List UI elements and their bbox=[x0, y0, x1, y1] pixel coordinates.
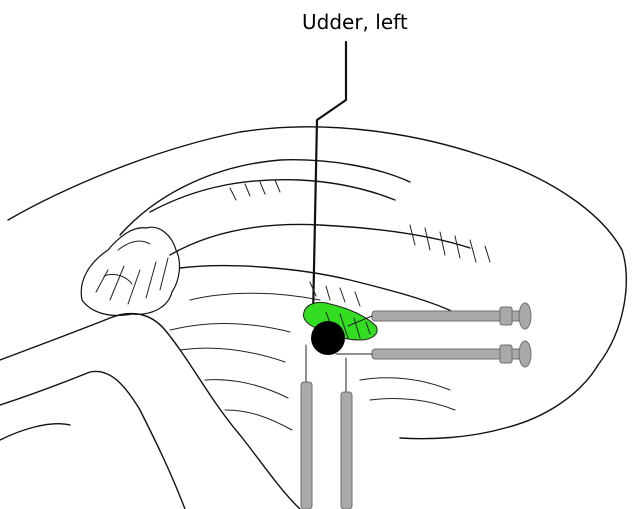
syringe-vertical-left bbox=[301, 345, 312, 509]
syringe-vertical-right bbox=[341, 358, 352, 509]
left-leg-outline bbox=[0, 314, 300, 509]
upper-fold-1 bbox=[120, 160, 410, 235]
lower-left-curve bbox=[0, 424, 70, 440]
syringe-lower bbox=[336, 341, 531, 367]
left-leg-inner bbox=[0, 371, 185, 509]
leader-line bbox=[313, 42, 346, 318]
injection-point-dot bbox=[311, 321, 345, 355]
